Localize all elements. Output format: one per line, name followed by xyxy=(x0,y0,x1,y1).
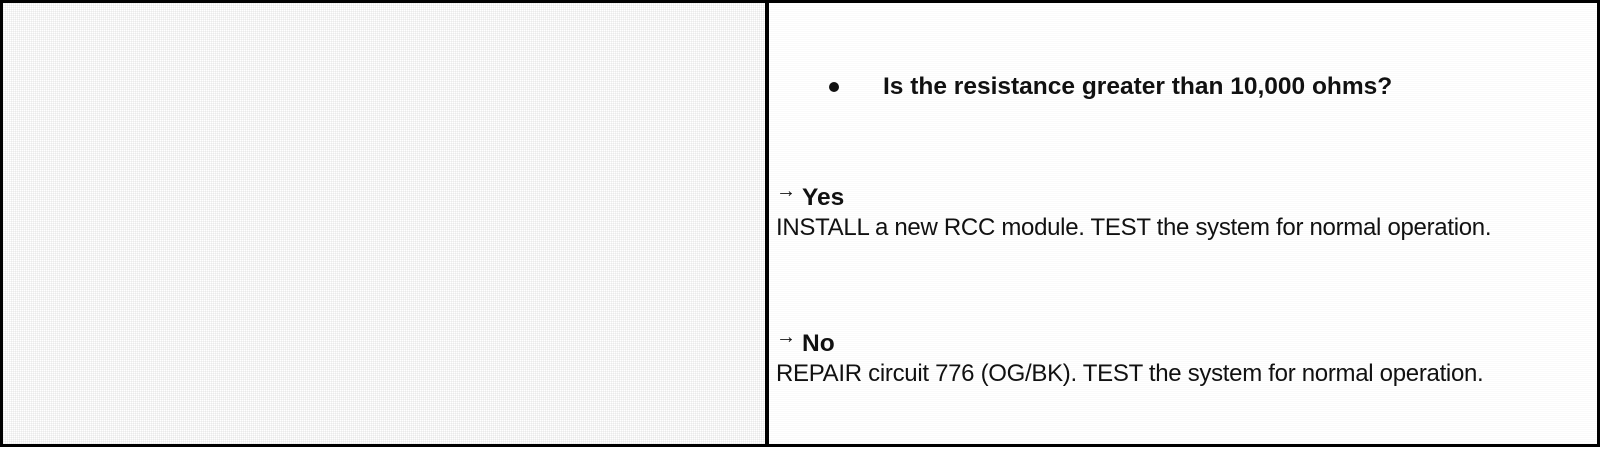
arrow-right-icon: → xyxy=(776,180,796,202)
column-divider xyxy=(765,3,769,444)
test-step-cell: Is the resistance greater than 10,000 oh… xyxy=(769,3,1597,444)
question-item: Is the resistance greater than 10,000 oh… xyxy=(829,73,1392,101)
empty-left-cell xyxy=(3,3,765,444)
answer-yes-text: INSTALL a new RCC module. TEST the syste… xyxy=(776,214,1492,241)
answer-no-head: → No xyxy=(776,325,1583,359)
arrow-right-icon: → xyxy=(776,326,796,348)
answer-no: → No REPAIR circuit 776 (OG/BK). TEST th… xyxy=(776,325,1583,389)
answer-yes: → Yes INSTALL a new RCC module. TEST the… xyxy=(776,179,1583,243)
answer-no-label: No xyxy=(802,330,835,357)
question-text: Is the resistance greater than 10,000 oh… xyxy=(883,73,1393,100)
bullet-icon xyxy=(829,82,839,92)
answer-yes-head: → Yes xyxy=(776,179,1583,213)
answer-yes-label: Yes xyxy=(802,184,845,211)
answer-no-text: REPAIR circuit 776 (OG/BK). TEST the sys… xyxy=(776,360,1484,387)
